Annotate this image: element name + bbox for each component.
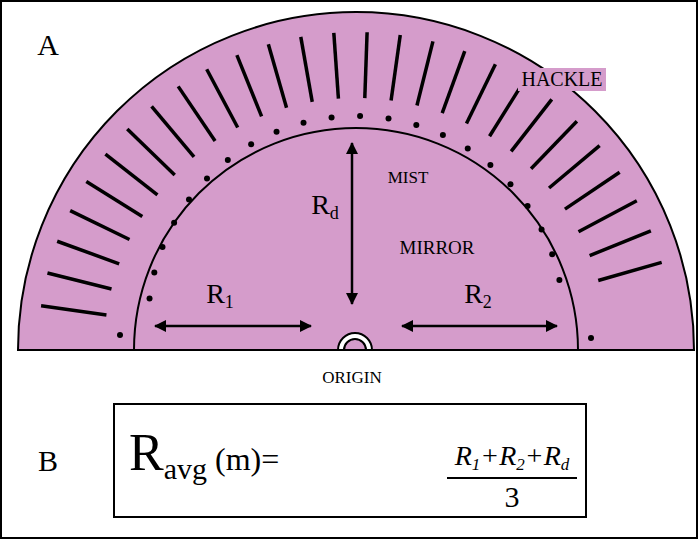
hackle-line (86, 181, 142, 216)
hackle-line (391, 35, 400, 100)
region-label: MIRROR (400, 237, 475, 259)
text-part: ORIGIN (322, 368, 382, 387)
hackle-line (334, 33, 339, 99)
text-part: 3 (505, 480, 520, 513)
hackle-line (237, 55, 262, 116)
subscript: 2 (516, 455, 525, 474)
region-label: HACKLE (518, 68, 605, 91)
mist-dot (507, 181, 513, 187)
mist-dot (487, 162, 493, 168)
mist-dot (274, 129, 280, 135)
mist-dot (186, 197, 192, 203)
text-part: (m)= (207, 441, 279, 477)
text-part: R (464, 278, 483, 309)
radius-arrow (155, 325, 311, 328)
mist-dot (147, 296, 153, 302)
text-part: MIST (388, 168, 429, 187)
mist-dot (204, 176, 210, 182)
formula-box: Ravg (m)=R1+R2+Rd3 (113, 403, 587, 518)
mist-dot (525, 203, 531, 209)
hackle-line (549, 146, 600, 188)
hackle-line (442, 51, 465, 113)
panel-letter: B (38, 444, 58, 479)
text-part: A (37, 28, 59, 61)
formula-denominator: 3 (505, 480, 520, 515)
mist-dots (117, 113, 594, 341)
subscript: d (561, 455, 570, 474)
text-part: + (480, 440, 499, 471)
mist-dot (413, 122, 419, 128)
subscript: 2 (483, 293, 492, 313)
mist-dot (357, 113, 363, 119)
mist-dot (556, 277, 562, 283)
mist-dot (171, 220, 177, 226)
mist-dot (588, 335, 594, 341)
hackle-line (565, 172, 620, 209)
mist-dot (117, 332, 123, 338)
subscript: avg (164, 452, 207, 485)
hackle-line (57, 241, 119, 264)
formula-numerator: R1+R2+Rd (455, 440, 570, 475)
mist-dot (248, 141, 254, 147)
hackle-line (268, 44, 286, 107)
mist-dot (329, 114, 335, 120)
hackle-line (466, 64, 495, 123)
text-part: B (38, 444, 58, 477)
text-part: R (129, 424, 164, 481)
radius-arrow (402, 325, 557, 328)
mist-dot (301, 120, 307, 126)
dimension-label: R1 (206, 278, 234, 313)
mist-dot (465, 145, 471, 151)
hackle-line (70, 211, 129, 240)
fraction-bar (447, 477, 577, 479)
dimension-label: Rd (311, 189, 339, 224)
panel-letter: A (37, 28, 59, 63)
hackle-line (511, 99, 552, 151)
hackle-line (365, 32, 367, 98)
mirror-boundary (134, 128, 578, 350)
mist-dot (539, 226, 545, 232)
hackle-line (152, 106, 194, 157)
hackle-lines (41, 32, 662, 315)
mist-dot (160, 244, 166, 250)
text-part: R (206, 278, 225, 309)
text-part: MIRROR (400, 237, 475, 258)
fracture-surface (18, 12, 694, 350)
hackle-line (301, 37, 312, 102)
hackle-line (579, 201, 637, 232)
mist-dot (440, 132, 446, 138)
formula-lhs: Ravg (m)= (129, 423, 279, 487)
subscript: d (330, 204, 339, 224)
text-part: + (525, 440, 544, 471)
hackle-line (178, 86, 215, 141)
subscript: 1 (472, 455, 481, 474)
hackle-line (598, 262, 661, 280)
region-label: MIST (385, 168, 432, 188)
text-part: R (311, 189, 330, 220)
hackle-line (127, 129, 174, 175)
hackle-line (105, 154, 157, 195)
text-part: R (455, 440, 472, 471)
mist-dot (549, 251, 555, 257)
subscript: 1 (225, 293, 234, 313)
hackle-line (531, 121, 577, 168)
origin-symbol (338, 333, 372, 350)
mist-dot (225, 157, 231, 163)
mist-dot (386, 116, 392, 122)
hackle-line (417, 41, 433, 105)
radius-arrow (351, 143, 354, 304)
text-part: HACKLE (521, 68, 602, 90)
text-part: R (499, 440, 516, 471)
origin-label: ORIGIN (322, 368, 382, 388)
mist-dot (151, 270, 157, 276)
hackle-line (207, 69, 238, 127)
hackle-line (41, 306, 106, 315)
hackle-line (590, 231, 651, 256)
text-part: R (544, 440, 561, 471)
hackle-line (47, 273, 111, 289)
dimension-label: R2 (464, 278, 492, 313)
